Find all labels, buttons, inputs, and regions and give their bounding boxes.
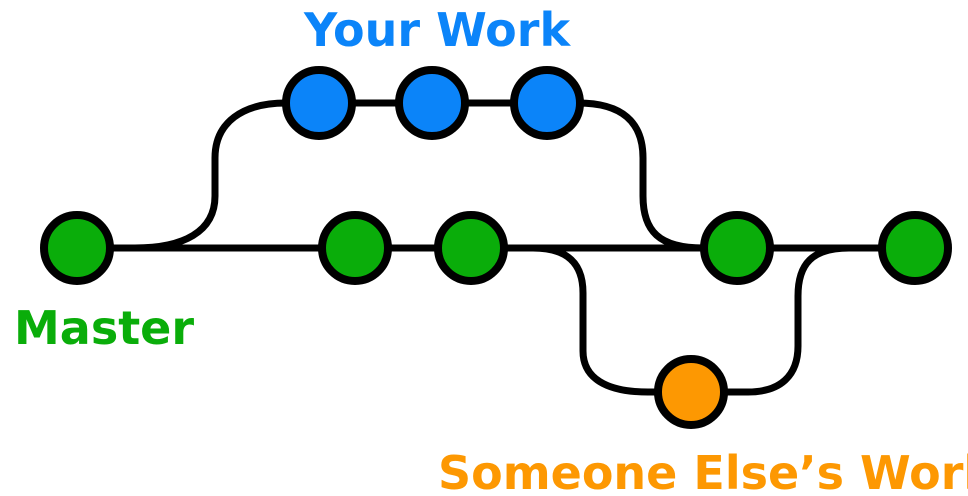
commit-node-your-work-3 (510, 66, 584, 140)
commit-nodes (40, 66, 952, 429)
commit-node-master-1 (40, 211, 114, 285)
commit-node-your-work-2 (395, 66, 469, 140)
merge-up-curve (687, 244, 853, 396)
commit-node-master-2 (318, 211, 392, 285)
commit-node-your-work-1 (282, 66, 356, 140)
your-work-label: Your Work (303, 3, 572, 57)
commit-node-someone-1 (654, 355, 728, 429)
commit-node-master-4 (700, 211, 774, 285)
master-label: Master (14, 301, 194, 355)
fork-up-curve (131, 99, 323, 252)
commit-node-master-3 (434, 211, 508, 285)
merge-down-curve (543, 99, 707, 252)
someone-elses-work-label: Someone Else’s Work (438, 446, 968, 496)
fork-down-curve (529, 244, 695, 396)
commit-node-master-5 (878, 211, 952, 285)
